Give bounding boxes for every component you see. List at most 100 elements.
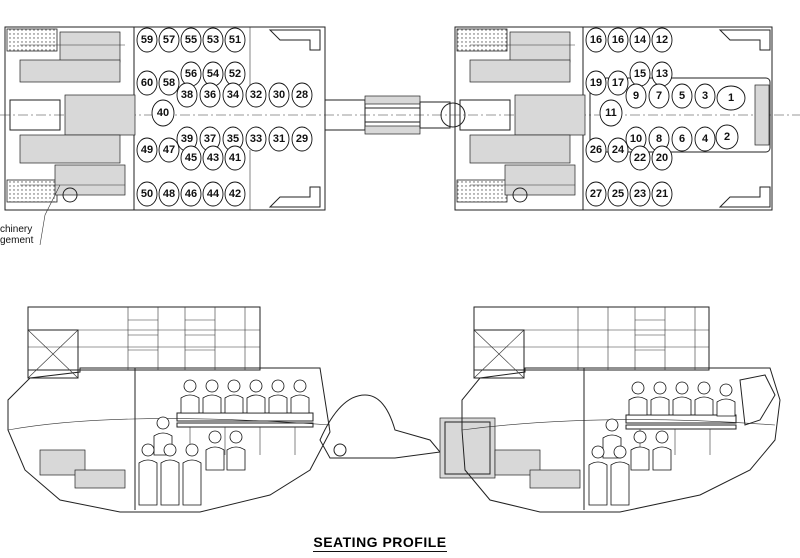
svg-text:2: 2	[724, 131, 730, 143]
seat: 50	[136, 181, 158, 207]
svg-text:4: 4	[702, 133, 709, 145]
seat: 7	[648, 83, 670, 109]
svg-text:15: 15	[634, 68, 646, 80]
seat: 34	[222, 82, 244, 108]
seat: 2	[715, 124, 739, 150]
seat: 6	[671, 126, 693, 152]
seat: 22	[629, 145, 651, 171]
seat: 26	[585, 137, 607, 163]
svg-text:7: 7	[656, 90, 662, 102]
svg-text:26: 26	[590, 144, 602, 156]
seat: 47	[158, 137, 180, 163]
svg-text:60: 60	[141, 77, 153, 89]
seat: 33	[245, 126, 267, 152]
seat: 40	[151, 99, 175, 127]
seat: 19	[585, 70, 607, 96]
seat: 60	[136, 70, 158, 96]
passenger-silhouette	[226, 430, 246, 471]
passenger-silhouette	[205, 430, 225, 471]
svg-text:30: 30	[273, 89, 285, 101]
svg-text:53: 53	[207, 34, 219, 46]
seat: 20	[651, 145, 673, 171]
svg-text:12: 12	[656, 34, 668, 46]
seat: 11	[599, 99, 623, 127]
svg-text:45: 45	[185, 152, 197, 164]
seat: 30	[268, 82, 290, 108]
passenger-silhouette	[180, 379, 200, 414]
svg-text:3: 3	[702, 90, 708, 102]
passenger-silhouette	[610, 445, 630, 506]
seat: 31	[268, 126, 290, 152]
passenger-silhouette	[202, 379, 222, 414]
svg-text:21: 21	[656, 188, 668, 200]
svg-text:41: 41	[229, 152, 241, 164]
passenger-silhouette	[182, 443, 202, 506]
svg-text:29: 29	[296, 133, 308, 145]
svg-text:23: 23	[634, 188, 646, 200]
seat: 24	[607, 137, 629, 163]
svg-text:9: 9	[633, 90, 639, 102]
svg-text:43: 43	[207, 152, 219, 164]
annotation-line-1: chinery	[0, 224, 33, 235]
svg-text:39: 39	[181, 133, 193, 145]
svg-text:58: 58	[163, 77, 175, 89]
svg-text:59: 59	[141, 34, 153, 46]
seat: 12	[651, 27, 673, 53]
svg-text:51: 51	[229, 34, 241, 46]
seat: 13	[651, 61, 673, 87]
seat: 16	[585, 27, 607, 53]
front-machinery-area	[459, 31, 586, 203]
seat: 55	[180, 27, 202, 53]
seat: 45	[180, 145, 202, 171]
seat: 53	[202, 27, 224, 53]
rear-unit-plan	[0, 26, 800, 211]
seat: 9	[625, 83, 647, 109]
seat: 28	[291, 82, 313, 108]
seat: 46	[180, 181, 202, 207]
rear-passengers	[138, 379, 310, 506]
seat: 42	[224, 181, 246, 207]
svg-text:13: 13	[656, 68, 668, 80]
seat: 57	[158, 27, 180, 53]
seat: 10	[625, 126, 647, 152]
passenger-silhouette	[628, 381, 648, 416]
seat: 52	[224, 61, 246, 87]
seat: 59	[136, 27, 158, 53]
svg-text:20: 20	[656, 152, 668, 164]
svg-text:22: 22	[634, 152, 646, 164]
rear-seats: 59 57 55 53 51 60 58 56 54 52 38 36 34 3…	[136, 27, 313, 207]
seat: 23	[629, 181, 651, 207]
svg-text:42: 42	[229, 188, 241, 200]
svg-text:56: 56	[185, 68, 197, 80]
passenger-silhouette	[224, 379, 244, 414]
svg-text:50: 50	[141, 188, 153, 200]
svg-text:47: 47	[163, 144, 175, 156]
seat: 27	[585, 181, 607, 207]
passenger-silhouette	[138, 443, 158, 506]
seat: 41	[224, 145, 246, 171]
seat: 58	[158, 70, 180, 96]
seat: 15	[629, 61, 651, 87]
svg-text:34: 34	[227, 89, 240, 101]
passenger-silhouette	[268, 379, 288, 414]
passenger-silhouette	[652, 430, 672, 471]
seat: 51	[224, 27, 246, 53]
seat: 14	[629, 27, 651, 53]
rear-machinery-area	[9, 31, 136, 203]
seat: 29	[291, 126, 313, 152]
seat: 44	[202, 181, 224, 207]
seat: 36	[199, 82, 221, 108]
svg-text:55: 55	[185, 34, 197, 46]
passenger-silhouette	[694, 381, 714, 416]
svg-text:48: 48	[163, 188, 175, 200]
seat: 3	[694, 83, 716, 109]
seat: 37	[199, 126, 221, 152]
front-seats: 16 16 14 12 19 17 15 13 9 7 5 3 1 11 10 …	[585, 27, 746, 207]
svg-text:24: 24	[612, 144, 625, 156]
seat: 16	[607, 27, 629, 53]
seat: 8	[648, 126, 670, 152]
svg-text:36: 36	[204, 89, 216, 101]
svg-text:57: 57	[163, 34, 175, 46]
svg-text:54: 54	[207, 68, 220, 80]
coupling	[324, 95, 466, 135]
